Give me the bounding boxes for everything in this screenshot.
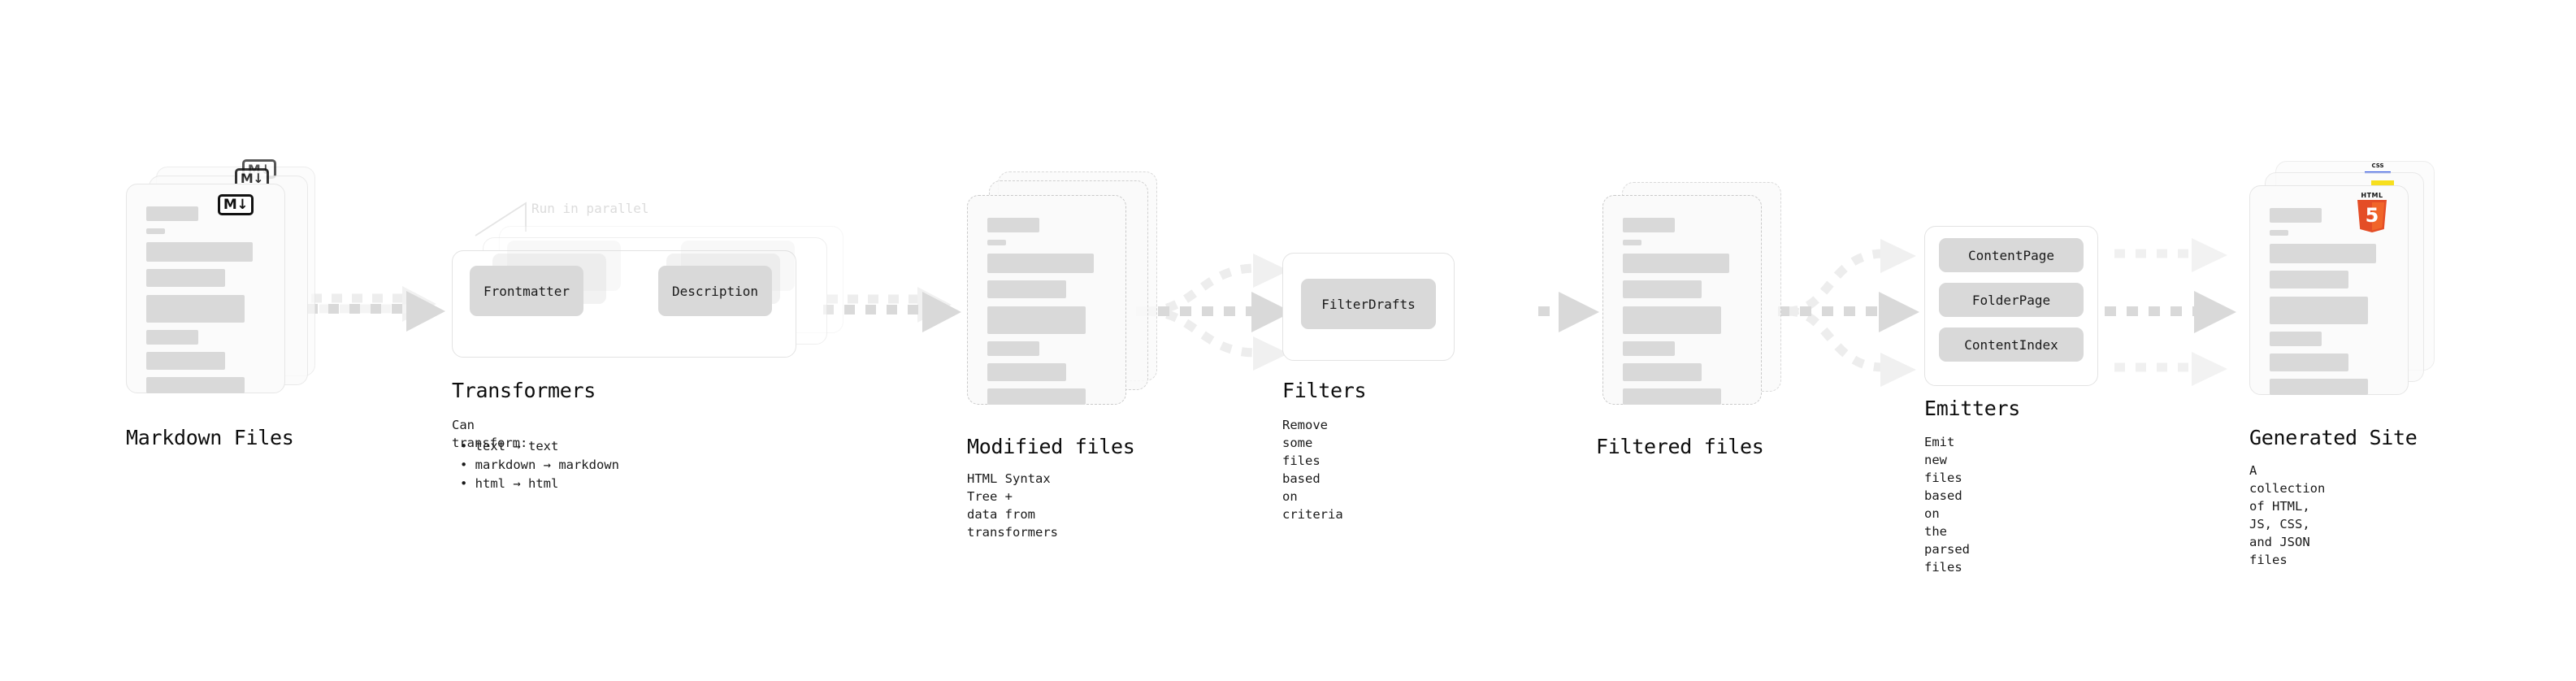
skeleton-line [987, 341, 1039, 356]
skeleton-line [2270, 271, 2348, 288]
skeleton-line [2270, 354, 2348, 371]
html5-badge-label: HTML [2361, 192, 2383, 199]
pill-frontmatter[interactable]: Frontmatter [470, 266, 583, 316]
skeleton-line [146, 352, 225, 370]
bullet-item: • html → html [460, 475, 559, 491]
run-in-parallel-note: Run in parallel [531, 201, 649, 216]
css-badge-text: CSS [2371, 163, 2384, 169]
connector-filtered-to-emitters [1778, 239, 1919, 387]
connector-md-to-transformers [307, 286, 445, 332]
connector-transformers-to-modified [823, 287, 961, 332]
skeleton-line [146, 242, 253, 262]
stage-desc-transformers: Can transform: [452, 418, 528, 450]
skeleton-line [1623, 341, 1675, 356]
skeleton-line [987, 306, 1086, 334]
skeleton-line [987, 254, 1094, 273]
stage-title-generated-site: Generated Site [2249, 426, 2418, 449]
stage-title-markdown-files: Markdown Files [126, 426, 294, 449]
pill-folderpage[interactable]: FolderPage [1939, 283, 2084, 317]
skeleton-line [2270, 379, 2368, 395]
skeleton-title [987, 218, 1039, 232]
connector-emitters-to-site [2105, 238, 2236, 386]
skeleton-line [146, 330, 198, 345]
skeleton-line [1623, 306, 1721, 334]
skeleton-subtitle [146, 228, 165, 234]
skeleton-line [1623, 388, 1721, 405]
svg-text:5: 5 [2366, 204, 2379, 227]
skeleton-line [2270, 332, 2322, 346]
skeleton-line [987, 388, 1086, 405]
skeleton-line [2270, 244, 2376, 263]
skeleton-line [2270, 297, 2368, 324]
pill-description[interactable]: Description [658, 266, 772, 316]
skeleton-line [987, 363, 1066, 381]
stage-desc-filters: Remove some files based on criteria [1282, 418, 1343, 522]
skeleton-line [146, 295, 245, 323]
markdown-badge-icon: M↓ [218, 194, 254, 215]
connector-filters-to-filtered [1538, 292, 1599, 332]
skeleton-subtitle [2270, 230, 2288, 236]
bullet-item: • text → text [460, 439, 559, 453]
skeleton-subtitle [987, 240, 1006, 245]
skeleton-title [1623, 218, 1675, 232]
stage-desc-emitters: Emit new files based on the parsed files [1924, 435, 1970, 575]
pill-contentindex[interactable]: ContentIndex [1939, 327, 2084, 362]
stage-title-filtered-files: Filtered files [1596, 435, 1764, 458]
transformers-bullet-list: • text → text • markdown → markdown • ht… [460, 437, 619, 493]
html5-shield-shape: 5 [2357, 200, 2387, 232]
skeleton-line [1623, 254, 1729, 273]
skeleton-subtitle [1623, 240, 1641, 245]
skeleton-line [1623, 280, 1702, 298]
html5-badge-icon: HTML 5 [2355, 192, 2389, 232]
filtered-card-front [1602, 195, 1762, 405]
skeleton-title [146, 206, 198, 221]
bullet-item: • markdown → markdown [460, 457, 619, 472]
stage-title-transformers: Transformers [452, 379, 596, 402]
skeleton-line [146, 269, 225, 287]
stage-desc-modified-files: HTML Syntax Tree + data from transformer… [967, 471, 1058, 540]
pill-filterdrafts[interactable]: FilterDrafts [1301, 279, 1436, 329]
skeleton-line [146, 377, 245, 393]
stage-title-filters: Filters [1282, 379, 1367, 402]
markdown-card-front [126, 184, 285, 393]
skeleton-line [987, 280, 1066, 298]
skeleton-line [1623, 363, 1702, 381]
modified-card-front [967, 195, 1126, 405]
pill-contentpage[interactable]: ContentPage [1939, 238, 2084, 272]
stage-title-modified-files: Modified files [967, 435, 1135, 458]
skeleton-title [2270, 208, 2322, 223]
connector-modified-to-filters [1136, 254, 1292, 371]
stage-title-emitters: Emitters [1924, 397, 2021, 420]
stage-desc-generated-site: A collection of HTML, JS, CSS, and JSON … [2249, 463, 2326, 567]
